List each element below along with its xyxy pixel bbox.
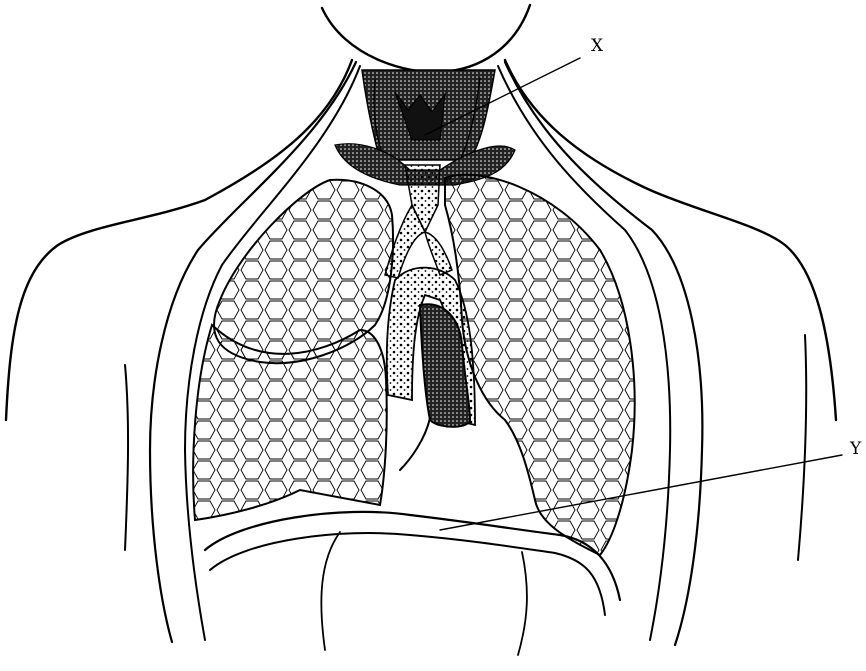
left-lung-lower-lobe [193, 325, 387, 520]
diaphragm-lower [210, 533, 605, 615]
liver-outline [321, 532, 340, 650]
right-arm-line [798, 335, 806, 560]
chin-outline [322, 5, 530, 72]
label-x: X [591, 38, 603, 55]
label-y: Y [850, 441, 861, 458]
left-arm-line [125, 365, 128, 550]
label-y-leader [440, 455, 842, 530]
vessel-down [400, 418, 430, 470]
stomach-outline [518, 552, 527, 655]
